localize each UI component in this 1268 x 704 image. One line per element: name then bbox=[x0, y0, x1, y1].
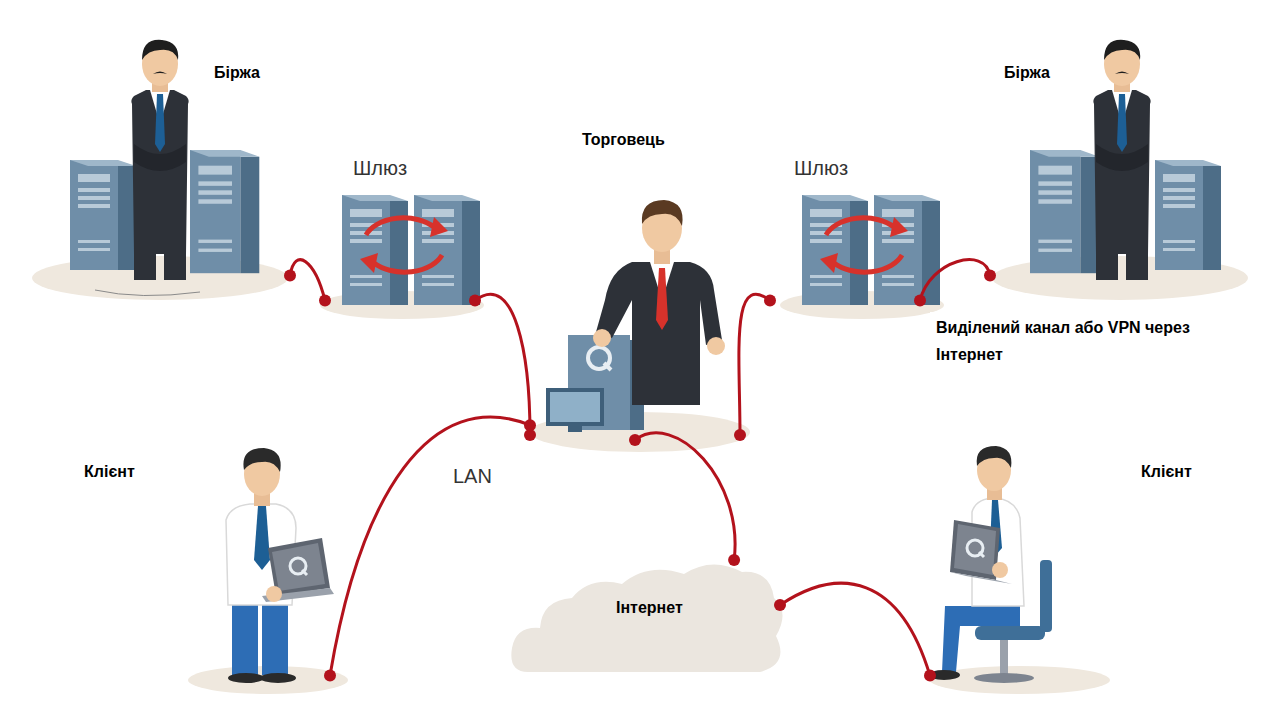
trader-node: Торговець bbox=[530, 110, 740, 440]
node-label: Інтернет bbox=[610, 596, 689, 620]
exchange-node: Біржа bbox=[990, 55, 1240, 300]
node-label: Торговець bbox=[576, 128, 671, 152]
gateway-node: Шлюз bbox=[325, 150, 475, 310]
gateway-node: Шлюз bbox=[770, 150, 920, 310]
node-label: Шлюз bbox=[347, 154, 413, 183]
network-link bbox=[914, 260, 996, 307]
client-node: Клієнт bbox=[50, 450, 330, 690]
node-label: Біржа bbox=[208, 61, 266, 85]
network-link bbox=[774, 583, 936, 681]
exchange-node: Біржа bbox=[40, 55, 290, 300]
node-label: Шлюз bbox=[788, 154, 854, 183]
network-link bbox=[324, 417, 536, 682]
node-label: Клієнт bbox=[78, 460, 141, 484]
network-link bbox=[284, 260, 331, 307]
node-label: Біржа bbox=[998, 61, 1056, 85]
link-label: LAN bbox=[447, 462, 498, 491]
network-link bbox=[734, 294, 776, 441]
client-node: Клієнт bbox=[930, 450, 1220, 690]
network-link bbox=[629, 433, 740, 566]
node-label: Клієнт bbox=[1135, 460, 1198, 484]
internet-cloud: Інтернет bbox=[510, 560, 780, 680]
note-label: Виділений канал або VPN через Інтернет bbox=[930, 312, 1242, 370]
